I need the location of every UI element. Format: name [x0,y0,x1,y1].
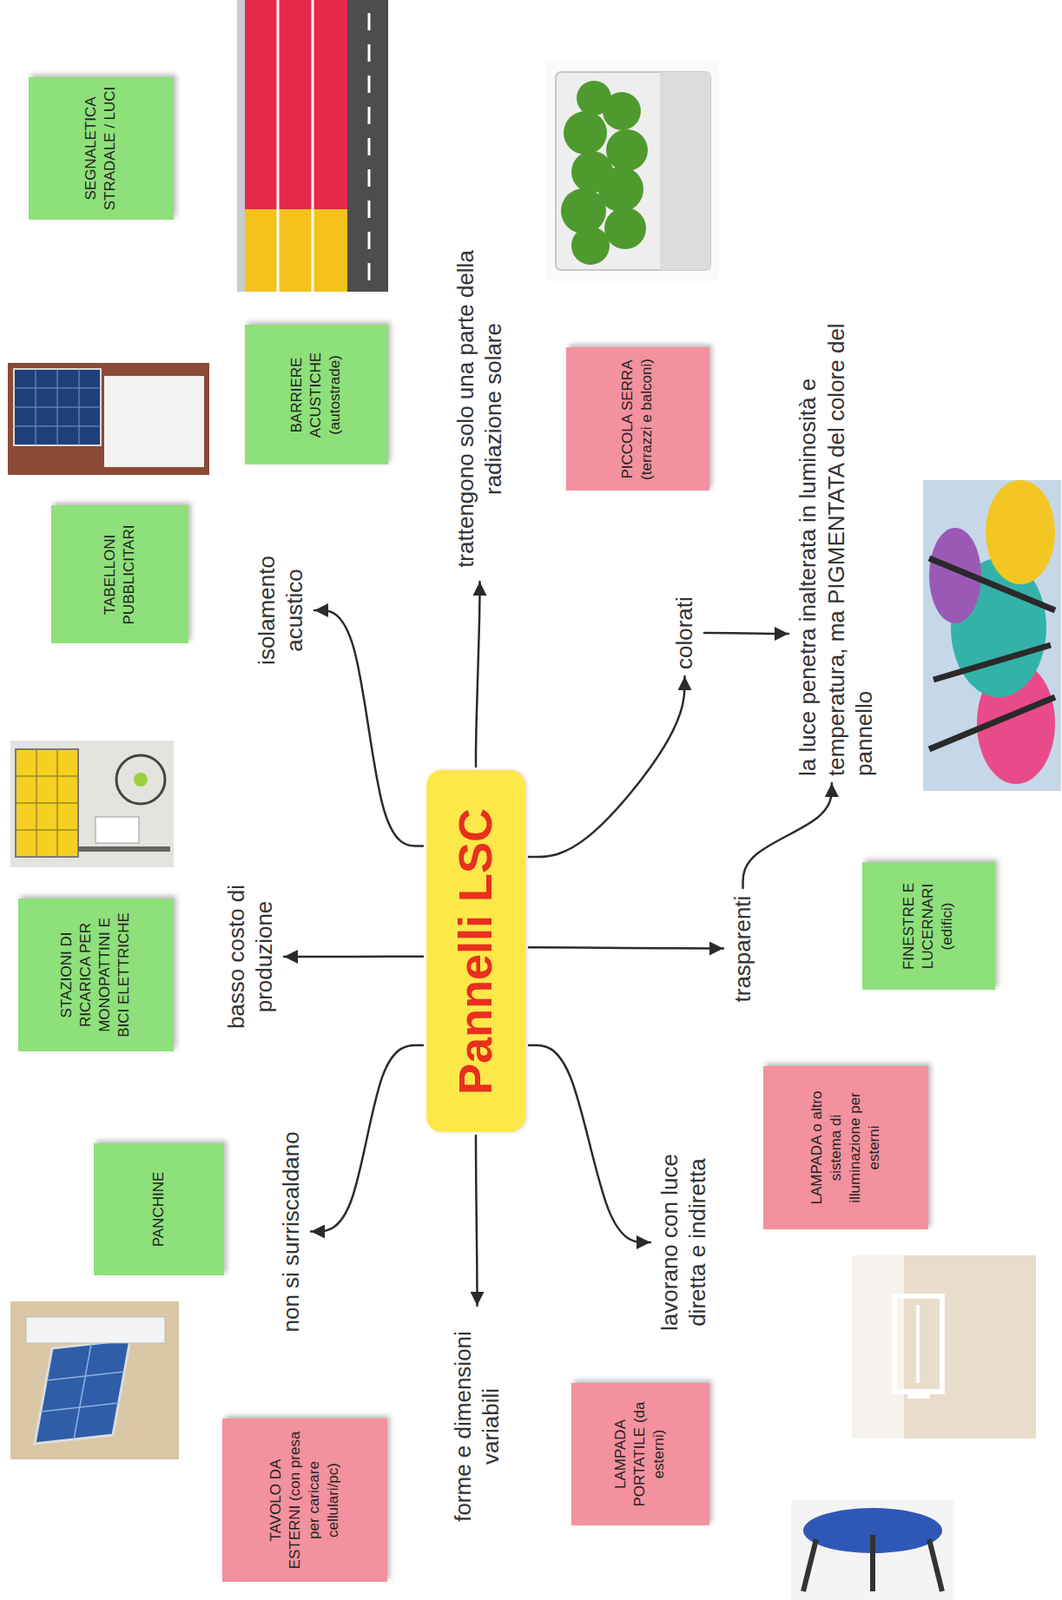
yellow-panel [244,209,348,292]
property-branch: trasparenti [726,892,759,1007]
sticky-note: LAMPADA PORTATILE (da esterni) [571,1383,710,1526]
roof-grid [15,749,79,858]
sticky-note: BARRIERE ACUSTICHE (autostrade) [244,325,389,466]
arrow-connector [528,947,724,949]
arrow-connector [743,783,832,889]
photo-ground [10,740,174,868]
branch-label: non si surriscaldano [277,1131,306,1333]
square-photo [923,480,1062,792]
note-label: TAVOLO DA ESTERNI (con presa per caricar… [266,1425,344,1576]
billboard-stand [104,375,205,468]
sticky-note: TABELLONI PUBBLICITARI [51,506,189,645]
greenhouse-base [659,72,711,271]
property-branch: colorati [668,593,701,673]
branch-label: isolamento acustico [252,535,310,686]
lantern-light [916,1305,920,1384]
note-label: STAZIONI DI RICARICA PER MONOPATTINI E B… [57,905,134,1045]
billboard-photo [7,362,210,475]
property-branch: forme e dimensioni variabili [447,1309,508,1544]
branch-label: la luce penetra inalterata in luminosità… [793,296,879,777]
branch-label: lavorano con luce diretta e indiretta [655,1133,713,1353]
branch-label: colorati [670,596,700,670]
property-branch: lavorano con luce diretta e indiretta [653,1129,714,1356]
arrow-connector [528,1045,651,1243]
arrow-connector [475,1135,478,1307]
branch-label: basso costo di produzione [222,869,279,1045]
painted-floor [985,480,1056,585]
bike-wheel [116,755,165,805]
table-photo [791,1500,955,1600]
plants [560,80,648,265]
post [78,846,171,852]
solar-panel [13,369,101,446]
property-branch: basso costo di produzione [220,865,281,1049]
canopy-post [929,558,1056,750]
panel-grid [40,1344,125,1440]
arrow-connector [528,676,686,858]
charging-station-photo [10,740,174,868]
bench-photo [10,1301,179,1460]
arrow-connector [310,1045,423,1233]
note-label: SEGNALETICA STRADALE / LUCI [81,84,120,213]
arrow-connector [704,633,789,634]
photo-ground [923,480,1062,792]
note-label: BARRIERE ACUSTICHE (autostrade) [287,332,345,459]
greenhouse-photo [546,61,719,282]
branch-label: forme e dimensioni variabili [448,1312,506,1541]
table-leg [803,1535,943,1592]
barrier-photo [237,0,389,292]
arrow-connector [283,956,423,959]
red-panel [244,0,348,210]
bench-seat [26,1317,165,1344]
panel-grid [13,369,101,446]
road [347,0,389,292]
property-branch: trattengono solo una parte della radiazi… [449,239,510,579]
note-label: PICCOLA SERRA (terrazzi e balconi) [618,355,657,485]
charger [95,817,139,844]
note-label: PANCHINE [149,1172,169,1248]
bike-hub [133,772,148,787]
note-label: TABELLONI PUBBLICITARI [100,513,139,638]
note-label: LAMPADA o altro sistema di illuminazione… [807,1073,884,1223]
sticky-note: SEGNALETICA STRADALE / LUCI [28,77,174,220]
solar-roof [15,749,79,858]
arrow-connector [475,581,481,767]
photo-ground [791,1500,955,1600]
photo-ground [546,61,719,282]
topic-title: Pannelli LSC [449,808,502,1095]
lantern-frame [894,1296,943,1392]
sticky-note: PICCOLA SERRA (terrazzi e balconi) [566,348,710,492]
lamp-photo [851,1255,1036,1439]
lantern-handle [907,1390,931,1399]
solar-panel [34,1339,131,1445]
sticky-note: FINESTRE E LUCERNARI (edifici) [862,863,996,991]
barrier-rail [277,0,280,292]
photo-ground [10,1301,179,1460]
property-branch: la luce penetra inalterata in luminosità… [791,293,881,780]
arrow-connector [314,610,423,847]
note-label: LAMPADA PORTATILE (da esterni) [611,1390,669,1519]
property-branch: non si surriscaldano [275,1127,308,1336]
sticky-note: TAVOLO DA ESTERNI (con presa per caricar… [222,1418,388,1583]
sticky-note: LAMPADA o altro sistema di illuminazione… [763,1066,929,1230]
photo-ground [7,362,210,475]
barrier-rail [311,0,315,292]
note-label: FINESTRE E LUCERNARI (edifici) [899,870,957,984]
photo-ground [851,1255,1036,1439]
greenhouse-box [555,72,711,271]
photo-ground [237,0,389,292]
sticky-note: STAZIONI DI RICARICA PER MONOPATTINI E B… [18,898,174,1052]
sticky-note: PANCHINE [93,1143,225,1276]
property-branch: isolamento acustico [250,532,311,689]
central-topic: Pannelli LSC [426,771,526,1134]
branch-label: trattengono solo una parte della radiazi… [451,243,508,575]
branch-label: trasparenti [728,896,758,1003]
road-marking [368,0,371,281]
